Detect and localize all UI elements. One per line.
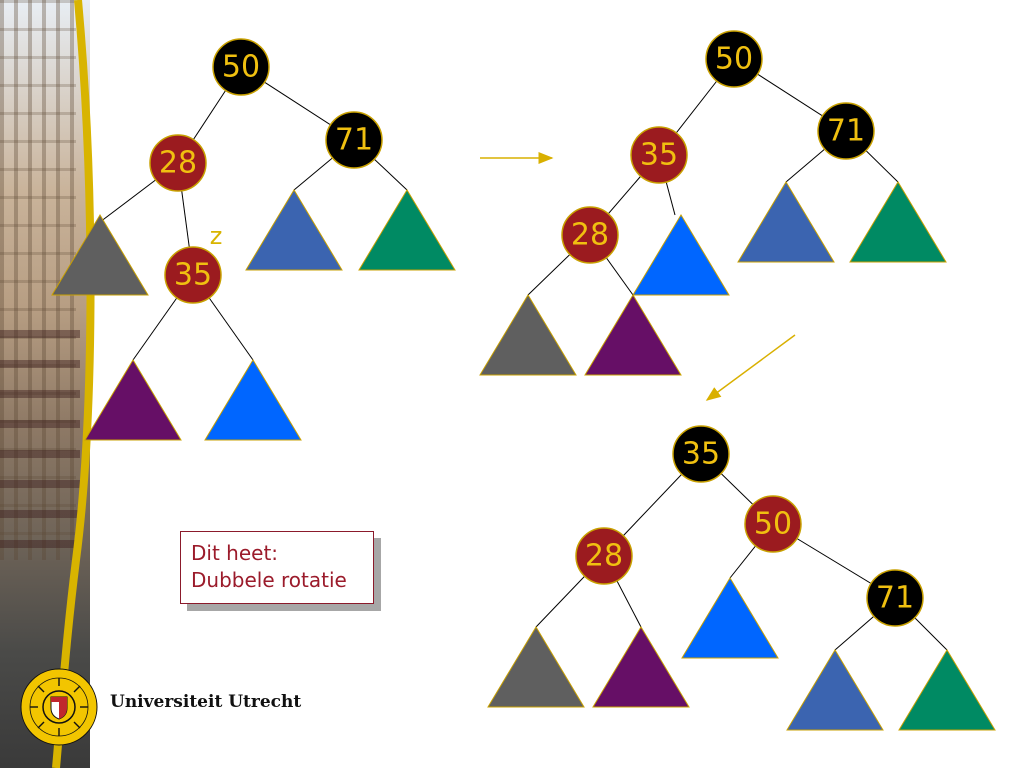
node-red	[575, 527, 633, 585]
node-black	[325, 111, 383, 169]
subtree-gray	[51, 214, 149, 296]
subtree-gray	[487, 626, 585, 708]
tree-after-second-rotation: 35 28 50 71	[487, 425, 996, 731]
subtree-purple	[592, 626, 690, 708]
subtree-purple	[84, 359, 182, 441]
subtree-blue	[632, 214, 730, 296]
marker-z: z	[210, 222, 223, 250]
subtree-gray	[479, 294, 577, 376]
city-houses-image	[0, 330, 80, 570]
node-black	[705, 30, 763, 88]
node-red	[164, 246, 222, 304]
tree-initial: 50 28 71 35 z	[51, 38, 456, 441]
note-line: Dit heet:	[191, 541, 279, 565]
note-box: Dit heet: Dubbele rotatie	[180, 531, 374, 604]
subtree-blue	[681, 577, 779, 659]
node-key: 35	[640, 138, 678, 173]
subtree-steel-blue	[245, 189, 343, 271]
node-key: 28	[571, 218, 609, 253]
node-red	[149, 134, 207, 192]
subtree-teal	[358, 189, 456, 271]
subtree-teal	[849, 181, 947, 263]
tree-after-first-rotation: 50 35 71 28	[479, 30, 947, 376]
node-red	[630, 126, 688, 184]
node-key: 71	[827, 114, 865, 149]
university-name: Universiteit Utrecht	[110, 692, 302, 712]
node-key: 71	[876, 581, 914, 616]
node-black	[866, 569, 924, 627]
node-key: 50	[754, 507, 792, 542]
node-key: 71	[335, 123, 373, 158]
node-black	[672, 425, 730, 483]
node-key: 50	[715, 42, 753, 77]
subtree-teal	[898, 649, 996, 731]
node-key: 28	[159, 146, 197, 181]
node-black	[817, 102, 875, 160]
subtree-blue	[204, 359, 302, 441]
node-key: 35	[682, 437, 720, 472]
note-line: Dubbele rotatie	[191, 568, 347, 592]
subtree-steel-blue	[786, 649, 884, 731]
node-key: 50	[222, 50, 260, 85]
node-red	[744, 495, 802, 553]
subtree-purple	[584, 294, 682, 376]
subtree-steel-blue	[737, 181, 835, 263]
node-key: 35	[174, 258, 212, 293]
node-red	[561, 206, 619, 264]
university-seal-icon	[20, 668, 98, 746]
arrow-down-left	[705, 334, 796, 401]
node-key: 28	[585, 539, 623, 574]
node-black	[212, 38, 270, 96]
